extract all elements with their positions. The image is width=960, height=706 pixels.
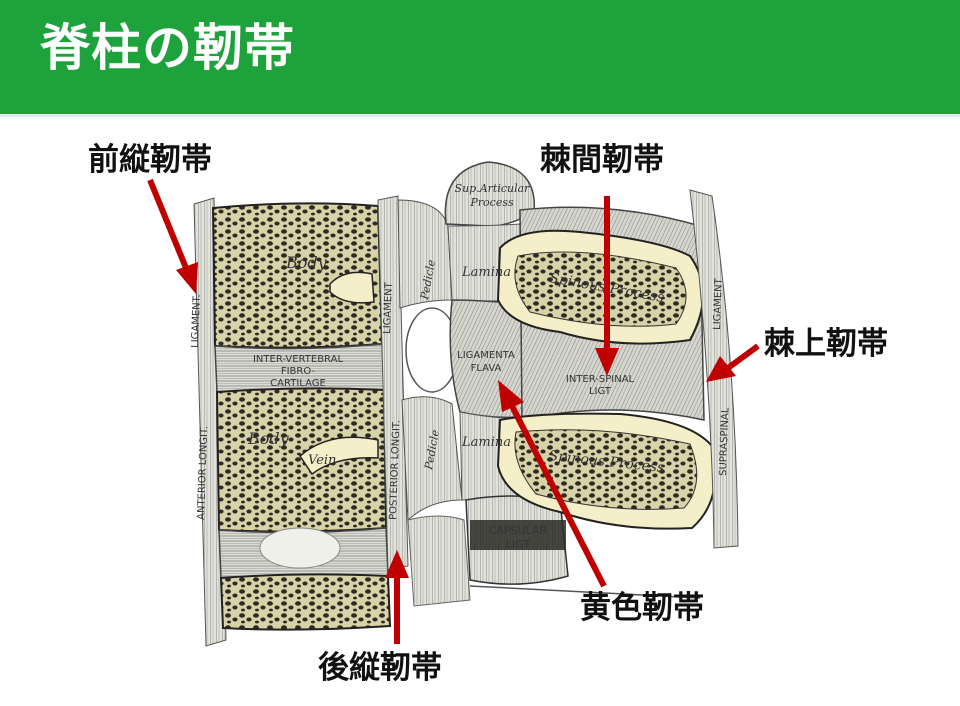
arrow-flavum-head xyxy=(498,380,524,412)
arrow-anterior-head xyxy=(176,262,198,294)
lower-vertebral-body xyxy=(215,387,388,533)
arrow-flavum-line xyxy=(509,404,607,588)
label-supraspinal: SUPRASPINAL xyxy=(718,407,731,476)
label-sup-articular: Sup.Articular xyxy=(455,182,531,195)
label-posterior-ligament: LIGAMENT xyxy=(382,281,395,334)
superior-articular-process xyxy=(444,161,536,227)
label-posterior-longit: POSTERIOR LONGIT. xyxy=(388,420,402,520)
lower-spinous-core xyxy=(514,429,698,510)
label-supraspinal-ligament: LIGAMENT xyxy=(712,277,725,330)
callout-arrows xyxy=(147,178,760,644)
label-flava: FLAVA xyxy=(471,363,502,374)
page-title: 脊柱の靭帯 xyxy=(40,19,295,77)
label-lamina-upper: Lamina xyxy=(461,265,511,280)
label-capsular-ligt: LIGT xyxy=(506,538,531,551)
spine-ligament-illustration: Sup.Articular Process CAPSULAR LIGT Body… xyxy=(147,161,760,647)
upper-spinous-core xyxy=(514,251,687,327)
nucleus-pulposus xyxy=(259,527,341,569)
arrow-supraspinous-line xyxy=(726,343,760,371)
posterior-baseline xyxy=(469,585,701,599)
header-divider xyxy=(0,114,960,117)
basivertebral-vein-channel xyxy=(299,436,379,476)
callout-interspinous-ligament: 棘間靭帯 xyxy=(540,142,664,178)
label-disc-2: FIBRO- xyxy=(281,366,316,377)
arrow-supraspinous-head xyxy=(706,356,736,382)
label-anterior-longit: ANTERIOR LONGIT. xyxy=(196,426,210,520)
arrow-posterior-head xyxy=(385,550,409,578)
callout-posterior-longitudinal-ligament: 後縦靭帯 xyxy=(318,650,442,686)
label-disc-1: INTER-VERTEBRAL xyxy=(253,354,343,365)
arrow-anterior-line xyxy=(147,178,189,270)
upper-body-notch xyxy=(329,271,375,304)
label-body-upper: Body xyxy=(285,253,328,272)
label-anterior-ligament: LIGAMENT. xyxy=(190,294,203,348)
label-vein: Vein xyxy=(308,453,336,468)
capsular-ligament-dark-band xyxy=(470,520,566,550)
label-lamina-lower: Lamina xyxy=(461,435,511,450)
label-disc-3: CARTILAGE xyxy=(270,378,326,389)
pedicle-base xyxy=(407,515,471,607)
arrow-interspinous-head xyxy=(595,348,619,376)
label-interspinal: INTER-SPINAL xyxy=(566,374,635,385)
header-bar: 脊柱の靭帯 xyxy=(0,0,960,114)
callout-anterior-longitudinal-ligament: 前縦靭帯 xyxy=(88,142,212,178)
label-body-lower: Body xyxy=(247,429,290,448)
label-ligamenta: LIGAMENTA xyxy=(457,350,515,361)
label-process: Process xyxy=(469,196,514,209)
callout-supraspinous-ligament: 棘上靭帯 xyxy=(764,326,888,362)
label-interspinal-ligt: LIGT xyxy=(589,386,612,397)
label-capsular: CAPSULAR xyxy=(489,524,548,537)
callout-ligamentum-flavum: 黄色靭帯 xyxy=(580,590,704,626)
bottom-vertebral-body xyxy=(219,573,392,631)
anterior-longitudinal-ligament xyxy=(193,197,227,647)
